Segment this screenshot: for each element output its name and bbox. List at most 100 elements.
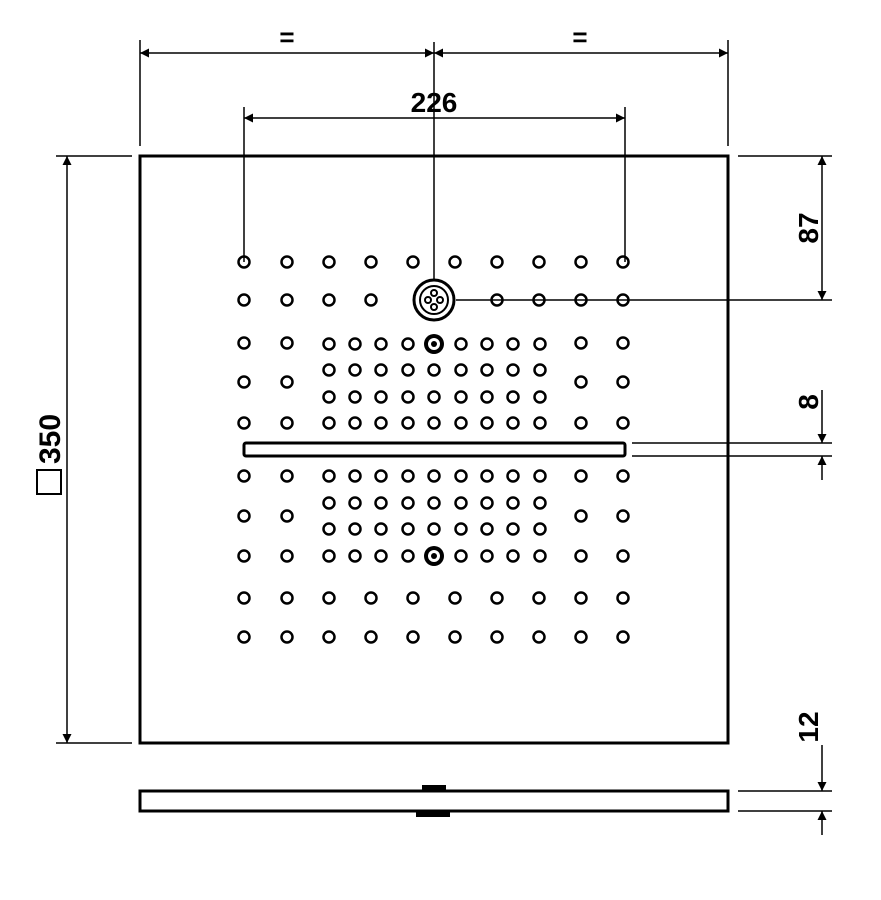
nozzle-hole [374, 363, 388, 377]
nozzle-hole [322, 390, 336, 404]
nozzle-hole [427, 363, 441, 377]
spray-width-dimension: 226 [243, 87, 626, 262]
nozzle-hole [322, 416, 336, 430]
center-slot [242, 441, 627, 458]
nozzle-hole [280, 416, 294, 430]
nozzle-hole [480, 337, 494, 351]
nozzle-hole [574, 416, 588, 430]
nozzle-hole [322, 591, 336, 605]
nozzle-hole [616, 549, 630, 563]
nozzle-hole [237, 509, 251, 523]
nozzle-hole [533, 549, 547, 563]
nozzle-hole [506, 363, 520, 377]
nozzle-hole [490, 630, 504, 644]
nozzle-hole [574, 549, 588, 563]
nozzle-hole [532, 630, 546, 644]
nozzle-hole [506, 469, 520, 483]
lower-bolt-icon [424, 546, 444, 566]
nozzle-hole [454, 363, 468, 377]
nozzle-hole [616, 375, 630, 389]
nozzle-hole [616, 630, 630, 644]
nozzle-hole [374, 496, 388, 510]
nozzle-hole [480, 549, 494, 563]
nozzle-hole [427, 496, 441, 510]
nozzle-hole [322, 255, 336, 269]
nozzle-hole [480, 363, 494, 377]
nozzle-hole [348, 549, 362, 563]
panel-size-dimension: 350 [34, 155, 132, 744]
nozzle-hole [237, 630, 251, 644]
nozzle-hole [616, 416, 630, 430]
nozzle-hole [427, 522, 441, 536]
nozzle-hole [533, 416, 547, 430]
nozzle-hole [237, 293, 251, 307]
nozzle-hole [616, 591, 630, 605]
nozzle-hole [322, 549, 336, 563]
nozzle-hole [427, 390, 441, 404]
nozzle-hole [454, 522, 468, 536]
nozzle-hole [280, 509, 294, 523]
nozzle-hole [280, 549, 294, 563]
nozzle-hole [322, 293, 336, 307]
nozzle-hole [280, 293, 294, 307]
nozzle-hole [374, 390, 388, 404]
nozzle-hole [322, 496, 336, 510]
nozzle-hole [280, 255, 294, 269]
nozzle-hole [574, 375, 588, 389]
nozzle-hole [348, 337, 362, 351]
top-offset-dimension: 87 [456, 155, 832, 301]
nozzle-hole [401, 549, 415, 563]
nozzle-hole [401, 416, 415, 430]
nozzle-hole [364, 591, 378, 605]
nozzle-hole [574, 509, 588, 523]
nozzle-hole [280, 630, 294, 644]
nozzle-hole [364, 293, 378, 307]
nozzle-hole [406, 630, 420, 644]
nozzle-hole [532, 591, 546, 605]
nozzle-hole [280, 591, 294, 605]
nozzle-hole [401, 522, 415, 536]
nozzle-hole [427, 416, 441, 430]
nozzle-hole [280, 469, 294, 483]
nozzle-hole [401, 469, 415, 483]
nozzle-hole [490, 591, 504, 605]
nozzle-hole [533, 390, 547, 404]
nozzle-hole [480, 416, 494, 430]
nozzle-hole [374, 416, 388, 430]
nozzle-hole [454, 469, 468, 483]
nozzle-hole [448, 630, 462, 644]
nozzle-hole [533, 522, 547, 536]
nozzle-hole [237, 416, 251, 430]
nozzle-hole [506, 390, 520, 404]
nozzle-hole [454, 337, 468, 351]
nozzle-hole [322, 337, 336, 351]
upper-bolt-icon [424, 334, 444, 354]
nozzle-hole [364, 255, 378, 269]
square-outline-icon [36, 469, 62, 495]
nozzle-hole [533, 469, 547, 483]
nozzle-hole [374, 337, 388, 351]
nozzle-hole [454, 416, 468, 430]
nozzle-hole [533, 337, 547, 351]
nozzle-hole [506, 522, 520, 536]
nozzle-hole [454, 390, 468, 404]
nozzle-hole [348, 496, 362, 510]
nozzle-grid [237, 255, 630, 644]
slot-width-label: 8 [793, 394, 824, 410]
top-offset-label: 87 [793, 212, 824, 243]
nozzle-hole [237, 591, 251, 605]
nozzle-hole [480, 522, 494, 536]
nozzle-hole [348, 416, 362, 430]
spray-width-label: 226 [411, 87, 458, 118]
nozzle-hole [454, 549, 468, 563]
nozzle-hole [616, 336, 630, 350]
nozzle-hole [574, 469, 588, 483]
nozzle-hole [374, 549, 388, 563]
nozzle-hole [237, 469, 251, 483]
thickness-dimension: 12 [738, 711, 832, 835]
nozzle-hole [616, 469, 630, 483]
equal-left-label: = [279, 22, 294, 52]
top-equal-dimension: = = [139, 22, 729, 280]
nozzle-hole [401, 390, 415, 404]
